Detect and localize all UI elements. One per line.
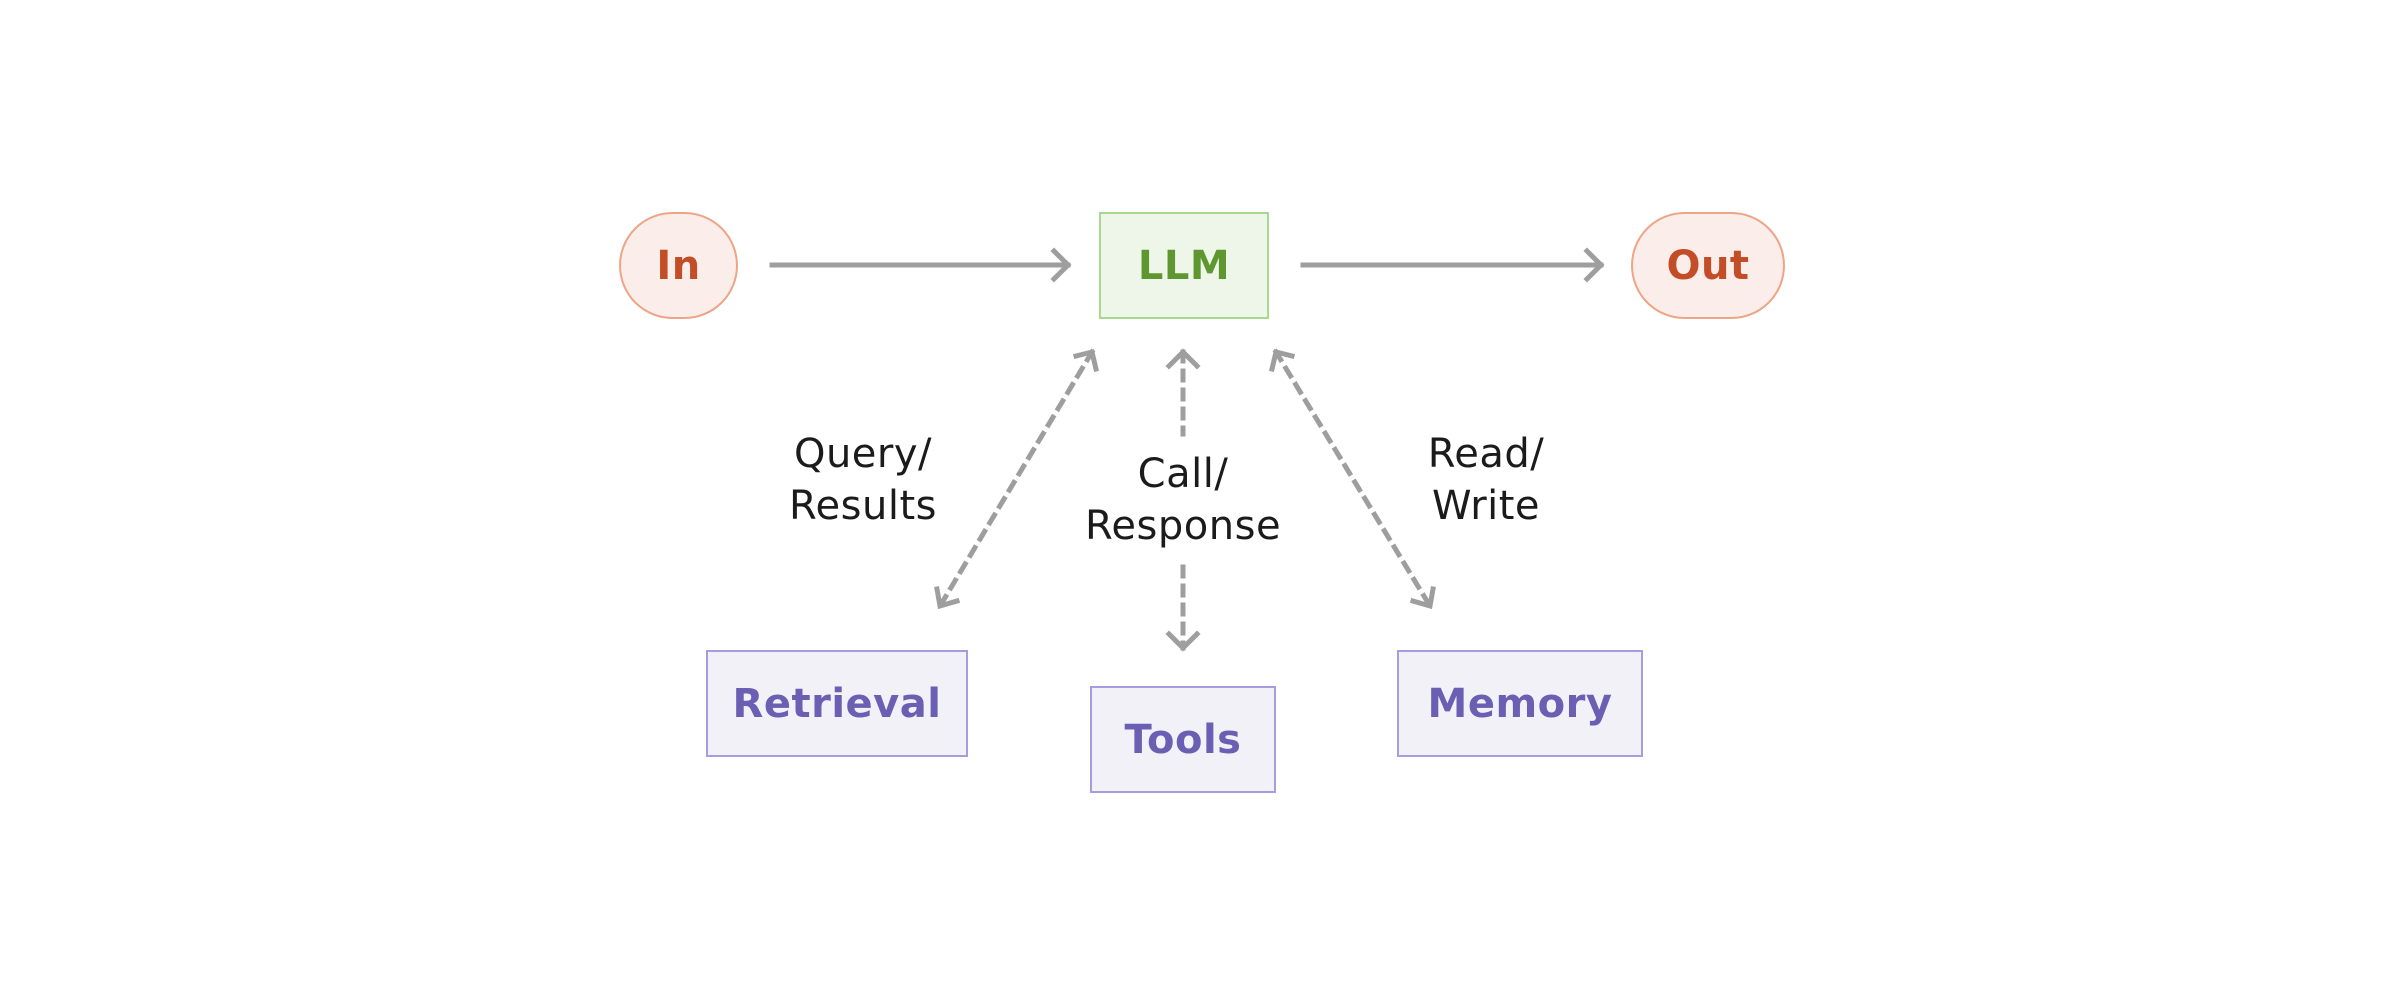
tools-edge-label: Call/ Response	[1063, 448, 1303, 552]
memory-edge-label-line1: Read/	[1427, 431, 1545, 477]
edge-retrieval	[936, 348, 1096, 610]
arrowhead-memory-top	[1268, 348, 1296, 373]
tools-node-label: Tools	[1124, 716, 1242, 763]
tools-node: Tools	[1090, 686, 1276, 793]
retrieval-edge-label: Query/ Results	[743, 428, 983, 532]
input-node-label: In	[656, 242, 701, 289]
arrowhead-tools-bottom	[1165, 630, 1201, 652]
arrowhead-retrieval-bottom	[934, 586, 961, 610]
arrowhead-input-to-llm	[1050, 247, 1072, 283]
llm-node: LLM	[1099, 212, 1269, 319]
retrieval-node-label: Retrieval	[732, 680, 942, 727]
memory-node: Memory	[1397, 650, 1643, 757]
output-node-label: Out	[1666, 242, 1750, 289]
edge-memory	[1272, 348, 1434, 610]
arrowhead-tools-top	[1165, 348, 1201, 370]
llm-node-label: LLM	[1137, 242, 1231, 289]
input-node: In	[619, 212, 738, 319]
memory-node-label: Memory	[1427, 680, 1613, 727]
retrieval-edge-label-line1: Query/	[793, 431, 933, 477]
memory-edge-label-line2: Write	[1431, 483, 1541, 529]
memory-edge-label: Read/ Write	[1366, 428, 1606, 532]
tools-edge-label-line1: Call/	[1137, 451, 1229, 497]
arrowhead-llm-to-output	[1583, 247, 1605, 283]
arrowhead-retrieval-top	[1072, 348, 1100, 373]
retrieval-edge-label-line2: Results	[789, 483, 937, 529]
output-node: Out	[1631, 212, 1785, 319]
tools-edge-label-line2: Response	[1084, 503, 1282, 549]
arrowhead-memory-bottom	[1409, 586, 1436, 610]
retrieval-node: Retrieval	[706, 650, 968, 757]
